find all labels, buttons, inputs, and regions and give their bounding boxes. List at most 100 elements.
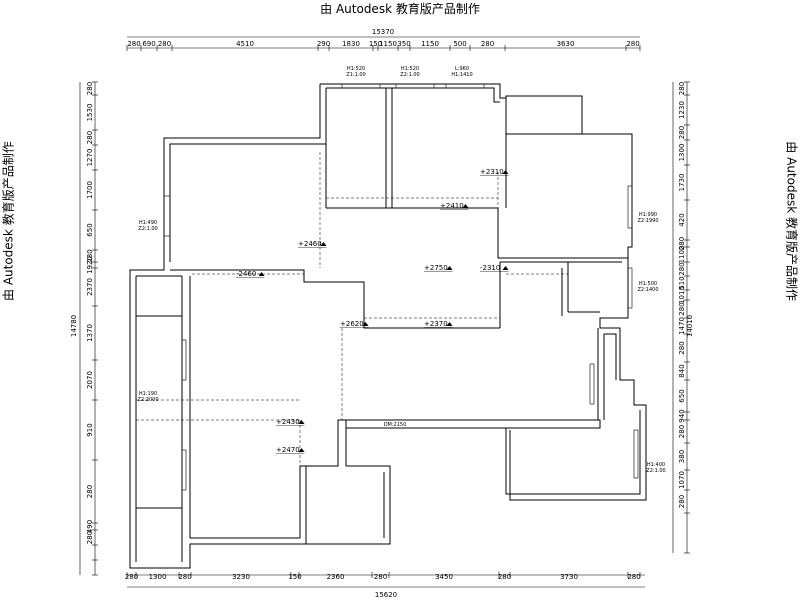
- dimension-label: 1300: [678, 144, 686, 162]
- level-label: +2460: [298, 240, 322, 248]
- dimension-label: 1230: [678, 101, 686, 119]
- dimension-label: 500: [453, 40, 466, 48]
- level-label: +2410: [440, 202, 464, 210]
- dimension-label: 3230: [232, 573, 250, 581]
- dimension-label: 1530: [86, 104, 94, 122]
- dimension-label: 1370: [86, 324, 94, 342]
- level-label: +2370: [424, 320, 448, 328]
- level-label: +2310: [480, 168, 504, 176]
- dimension-label: 280: [678, 425, 686, 438]
- level-label: +2470: [276, 446, 300, 454]
- dimension-label: 1920: [86, 256, 94, 274]
- dimension-label: 690: [142, 40, 155, 48]
- dimension-label: 2070: [86, 371, 94, 389]
- dimension-label: 1150: [379, 40, 397, 48]
- dimension-label: 1470: [678, 317, 686, 335]
- dimension-label: 350: [397, 40, 410, 48]
- dimension-label: 3730: [560, 573, 578, 581]
- level-triangle-icon: [462, 204, 469, 208]
- left-total-dimension: 14780: [70, 315, 78, 337]
- level-triangle-icon: [446, 266, 453, 270]
- beam-lines: [136, 152, 568, 466]
- dimension-label: 280: [374, 573, 387, 581]
- dimension-label: 1270: [86, 149, 94, 167]
- dimension-label: 650: [86, 223, 94, 236]
- dimension-label: 1700: [86, 181, 94, 199]
- level-label: +2750: [424, 264, 448, 272]
- dimension-label: 490: [86, 520, 94, 533]
- dimension-label: 2370: [86, 278, 94, 296]
- level-triangle-icon: [362, 322, 369, 326]
- right-total-dimension: 14010: [686, 315, 694, 337]
- dimension-label: 290: [317, 40, 330, 48]
- dimension-label: 1010: [678, 286, 686, 304]
- level-triangle-icon: [502, 266, 509, 270]
- dimension-label: 910: [86, 423, 94, 436]
- dimension-label: 280: [678, 262, 686, 275]
- dimension-label: 4510: [236, 40, 254, 48]
- level-label: -2460: [236, 270, 256, 278]
- window-tag: DM:2150: [384, 422, 407, 428]
- top-total-dimension: 15370: [372, 28, 394, 36]
- dimension-label: 280: [678, 126, 686, 139]
- dimension-label: 380: [678, 450, 686, 463]
- dimension-label: 280: [626, 40, 639, 48]
- dimension-label: 280: [86, 249, 94, 262]
- dimension-label: 2360: [327, 573, 345, 581]
- dimension-label: 280: [86, 82, 94, 95]
- level-label: +2430: [276, 418, 300, 426]
- dimension-label: 1830: [342, 40, 360, 48]
- dimension-label: 280: [178, 573, 191, 581]
- dimension-label: 650: [678, 389, 686, 402]
- dimension-label: 3450: [435, 573, 453, 581]
- dimension-label: 280: [678, 341, 686, 354]
- dimension-label: 280: [678, 82, 686, 95]
- level-triangle-icon: [320, 242, 327, 246]
- dimension-frame: [79, 36, 688, 588]
- right-dimension-row: 2801230280130017304202801100280510101028…: [678, 81, 690, 554]
- dimension-label: 280: [678, 237, 686, 250]
- dimension-label: 150: [288, 573, 301, 581]
- level-triangle-icon: [258, 272, 265, 276]
- dimension-label: 3630: [557, 40, 575, 48]
- walls: [129, 83, 647, 569]
- dimension-label: 840: [678, 364, 686, 377]
- level-triangle-icon: [446, 322, 453, 326]
- dimension-label: 940: [678, 409, 686, 422]
- dimension-label: 150: [369, 40, 382, 48]
- dimension-label: 280: [125, 573, 138, 581]
- left-dimension-row: 2801530280127017006502801920237013702070…: [86, 81, 98, 576]
- dimension-label: 1070: [678, 471, 686, 489]
- dimension-label: 280: [678, 302, 686, 315]
- dimension-label: 1300: [149, 573, 167, 581]
- bottom-total-dimension: 15620: [375, 591, 397, 599]
- watermark-top: 由 Autodesk 教育版产品制作: [320, 2, 480, 16]
- level-markers: +2310 +2410 +2460 -2460 +2750 -2310 +2620 +2370…: [236, 168, 509, 454]
- dimension-label: 280: [678, 495, 686, 508]
- windows: [163, 83, 639, 491]
- level-label: -2310: [480, 264, 500, 272]
- dimension-label: 280: [127, 40, 140, 48]
- level-triangle-icon: [298, 448, 305, 452]
- dimension-label: 510: [678, 276, 686, 289]
- level-triangle-icon: [502, 170, 509, 174]
- dimension-label: 1730: [678, 174, 686, 192]
- level-label: +2620: [340, 320, 364, 328]
- dimension-label: 1150: [421, 40, 439, 48]
- level-triangle-icon: [298, 420, 305, 424]
- dimension-label: 420: [678, 213, 686, 226]
- dimension-label: 280: [86, 531, 94, 544]
- dimension-label: 280: [498, 573, 511, 581]
- dimension-label: 280: [86, 485, 94, 498]
